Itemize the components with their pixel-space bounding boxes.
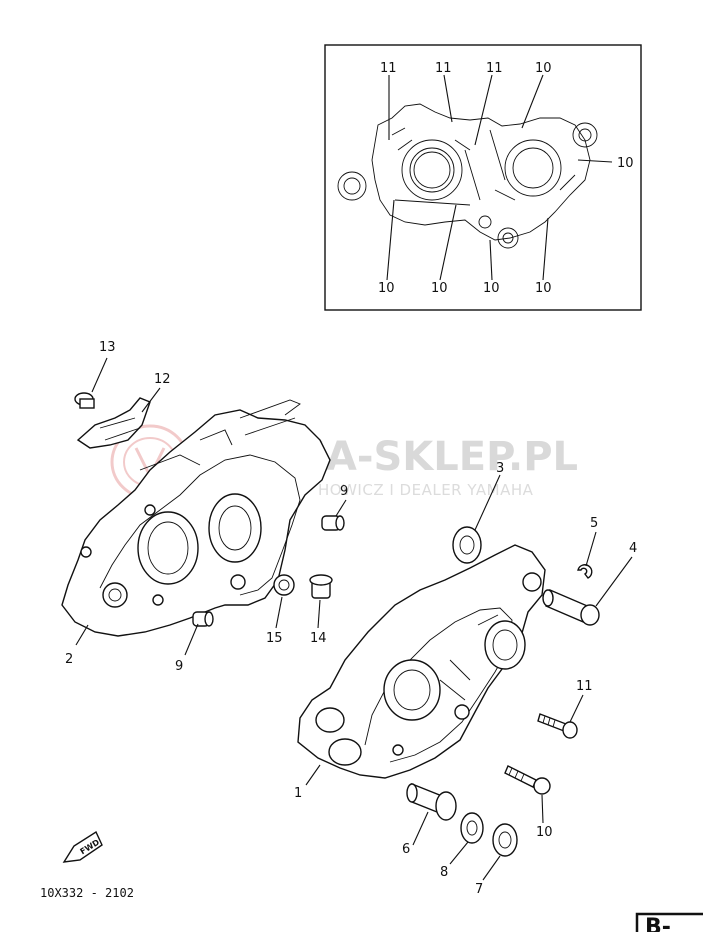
- part-6-oil-seal: [406, 782, 457, 821]
- part-label: 1: [294, 786, 302, 801]
- part-label: 7: [475, 882, 483, 897]
- part-labels: 13 12 2 9 9 15 14 3 5 4 11 1 10 6 8 7: [65, 340, 637, 897]
- part-10-bolt: [504, 765, 551, 795]
- part-13-bolt: [74, 392, 95, 409]
- inset-label: 11: [486, 61, 503, 76]
- part-label: 6: [402, 842, 410, 857]
- part-9-dowel-upper: [321, 515, 345, 531]
- inset-label: 10: [535, 61, 552, 76]
- part-label: 12: [154, 372, 171, 387]
- page-tab-label: B-: [645, 915, 671, 932]
- part-11-bolt: [537, 713, 578, 739]
- part-label: 4: [629, 541, 637, 556]
- part-15-washer: [273, 574, 295, 596]
- part-3-bearing: [452, 526, 482, 564]
- page-tab: B-: [635, 912, 703, 932]
- right-crankcase: [297, 544, 546, 779]
- part-label: 3: [496, 461, 504, 476]
- fwd-arrow-icon: FWD: [62, 830, 103, 863]
- left-crankcase: [61, 399, 331, 637]
- part-label: 14: [310, 631, 327, 646]
- part-4-sleeve: [542, 589, 600, 626]
- part-label: 8: [440, 865, 448, 880]
- diagram-code: 10X332 - 2102: [40, 886, 134, 900]
- part-label: 15: [266, 631, 283, 646]
- watermark-subtitle: HOWICZ I DEALER YAMAHA: [318, 481, 534, 499]
- part-7-washer: [492, 823, 518, 857]
- part-label: 10: [536, 825, 553, 840]
- part-9-dowel-lower: [192, 611, 214, 627]
- part-8-washer: [460, 812, 484, 844]
- inset-label: 11: [435, 61, 452, 76]
- inset-label: 10: [378, 281, 395, 296]
- inset-label: 10: [483, 281, 500, 296]
- leader-lines: [75, 357, 633, 881]
- inset-label: 11: [380, 61, 397, 76]
- part-label: 9: [175, 659, 183, 674]
- part-label: 9: [340, 484, 348, 499]
- inset-label: 10: [535, 281, 552, 296]
- part-14-plug: [309, 574, 333, 599]
- part-label: 2: [65, 652, 73, 667]
- inset-box: 11 11 11 10 10 10 10 10 10: [324, 44, 642, 311]
- part-label: 13: [99, 340, 116, 355]
- inset-label: 10: [617, 156, 634, 171]
- part-5-circlip: [577, 564, 593, 579]
- part-label: 5: [590, 516, 598, 531]
- inset-label: 10: [431, 281, 448, 296]
- part-label: 11: [576, 679, 593, 694]
